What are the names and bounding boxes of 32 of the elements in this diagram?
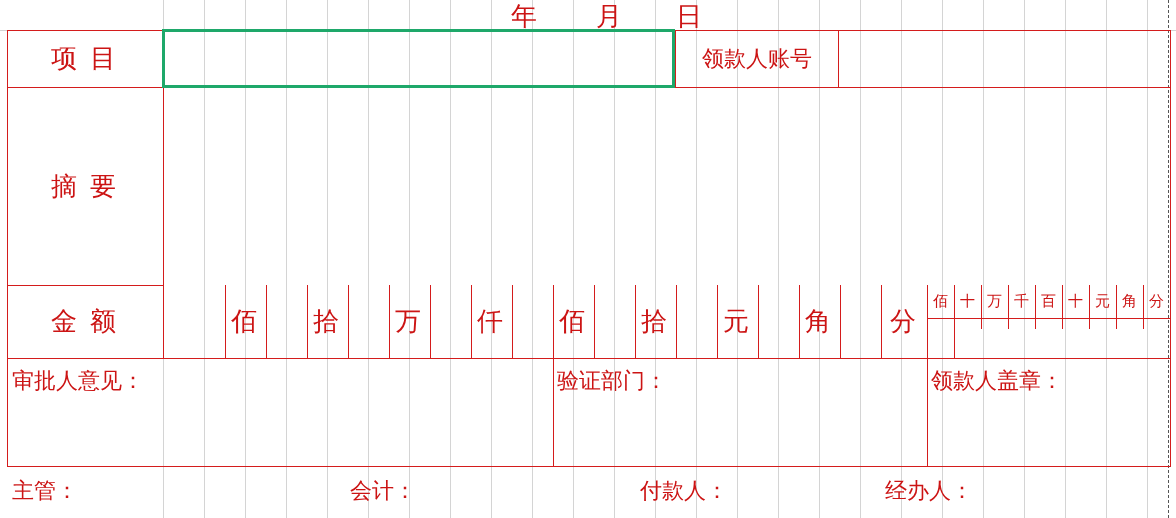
- form-label: 验证部门：: [557, 366, 667, 395]
- form-label: 万: [395, 305, 424, 338]
- form-label: 分: [889, 305, 919, 338]
- form-label: 摘 要: [50, 169, 120, 203]
- form-label: 佰: [559, 305, 588, 338]
- form-label: 十: [1068, 291, 1083, 313]
- form-label: 经办人：: [885, 476, 973, 505]
- form-label: 分: [1149, 291, 1164, 313]
- form-label: 千: [1014, 291, 1029, 313]
- form-label: 佰: [933, 291, 948, 313]
- form-label: 万: [987, 291, 1002, 313]
- form-label: 仟: [477, 305, 506, 338]
- form-label: 会计：: [350, 476, 416, 505]
- form-label: 角: [805, 305, 834, 338]
- form-label: 十: [960, 291, 975, 313]
- form-label: 年: [510, 0, 540, 33]
- form-label: 拾: [313, 305, 342, 338]
- form-label: 百: [1041, 291, 1056, 313]
- form-label: 元: [723, 305, 752, 338]
- form-label: 项 目: [50, 42, 120, 75]
- form-label: 领款人盖章：: [931, 366, 1063, 395]
- form-label: 月: [595, 0, 625, 33]
- form-label: 拾: [641, 305, 670, 338]
- form-label: 金 额: [50, 305, 120, 338]
- form-label: 付款人：: [640, 476, 728, 505]
- form-label: 角: [1122, 291, 1137, 313]
- form-label: 领款人账号: [701, 45, 812, 73]
- form-label: 审批人意见：: [12, 366, 144, 395]
- form-label: 佰: [231, 305, 260, 338]
- form-label: 日: [675, 0, 705, 33]
- form-label: 元: [1095, 291, 1110, 313]
- form-label: 主管：: [12, 476, 78, 505]
